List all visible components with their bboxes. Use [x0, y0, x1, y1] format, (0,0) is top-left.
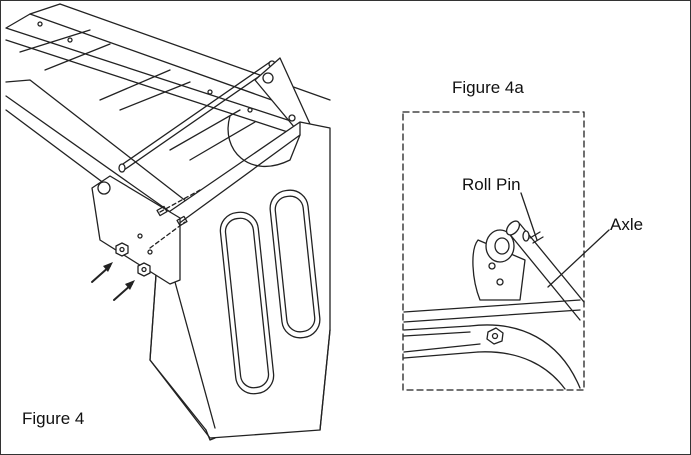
main-axle [118, 60, 276, 173]
nut-icon [115, 242, 151, 277]
main-figure-title: Figure 4 [22, 409, 85, 428]
axle-callout: Axle [610, 215, 644, 234]
arrow-icon [91, 262, 135, 301]
detail-contents [403, 192, 610, 390]
mount-plate [91, 175, 201, 285]
roll-pin-callout: Roll Pin [462, 175, 521, 194]
hopper-housing [149, 115, 331, 441]
detail-figure-title: Figure 4a [452, 78, 524, 97]
